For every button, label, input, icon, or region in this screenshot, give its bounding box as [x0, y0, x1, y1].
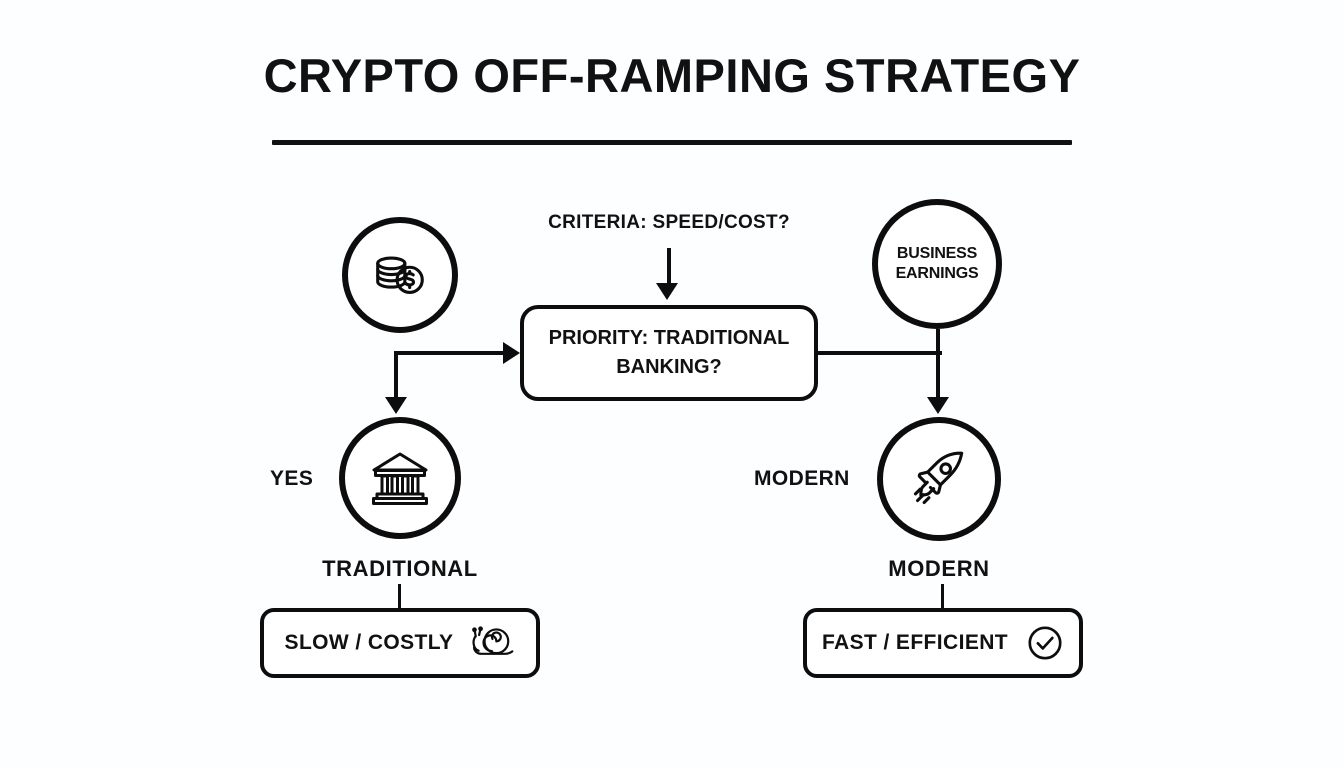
decision-box-label: PRIORITY: TRADITIONAL BANKING? [535, 324, 804, 382]
modern-outcome-connector-line [941, 584, 944, 610]
traditional-node[interactable] [339, 417, 461, 539]
yes-branch-label: YES [270, 467, 314, 490]
traditional-caption: TRADITIONAL [322, 556, 478, 581]
right-branch-horizontal-line [818, 351, 942, 355]
left-branch-horizontal-line [394, 351, 508, 355]
traditional-outcome-connector-line [398, 584, 401, 610]
fast-efficient-label: FAST / EFFICIENT [821, 631, 1009, 654]
decision-line-2: BANKING? [616, 356, 722, 378]
slow-costly-label: SLOW / COSTLY [284, 631, 454, 654]
rocket-icon [906, 446, 972, 512]
check-circle-icon [1026, 624, 1064, 662]
modern-caption: MODERN [888, 556, 990, 581]
left-branch-down-arrowhead-icon [385, 397, 407, 414]
slow-costly-outcome[interactable]: SLOW / COSTLY [260, 608, 540, 678]
snail-icon [471, 626, 515, 660]
fast-efficient-outcome[interactable]: FAST / EFFICIENT [803, 608, 1083, 678]
earnings-connector-line [936, 329, 940, 353]
decision-line-1: PRIORITY: TRADITIONAL [548, 327, 790, 349]
modern-node[interactable] [877, 417, 1001, 541]
business-earnings-node[interactable]: BUSINESS EARNINGS [872, 199, 1002, 329]
title-divider [272, 140, 1072, 145]
earnings-line-2: EARNINGS [895, 265, 979, 282]
decision-box[interactable]: PRIORITY: TRADITIONAL BANKING? [520, 305, 818, 401]
earnings-line-1: BUSINESS [896, 244, 978, 262]
coins-stack-dollar-icon [369, 244, 431, 306]
modern-branch-label: MODERN [754, 467, 850, 490]
criteria-label: CRITERIA: SPEED/COST? [548, 212, 790, 233]
right-branch-vertical-line [936, 351, 940, 405]
right-branch-down-arrowhead-icon [927, 397, 949, 414]
left-branch-vertical-line [394, 351, 398, 405]
criteria-connector-line [667, 248, 671, 290]
page-title: CRYPTO OFF-RAMPING STRATEGY [263, 49, 1081, 102]
business-earnings-label: BUSINESS EARNINGS [896, 244, 979, 285]
bank-building-icon [368, 446, 432, 510]
coins-node[interactable] [342, 217, 458, 333]
left-branch-arrowhead-icon [503, 342, 520, 364]
criteria-arrowhead-icon [656, 283, 678, 300]
